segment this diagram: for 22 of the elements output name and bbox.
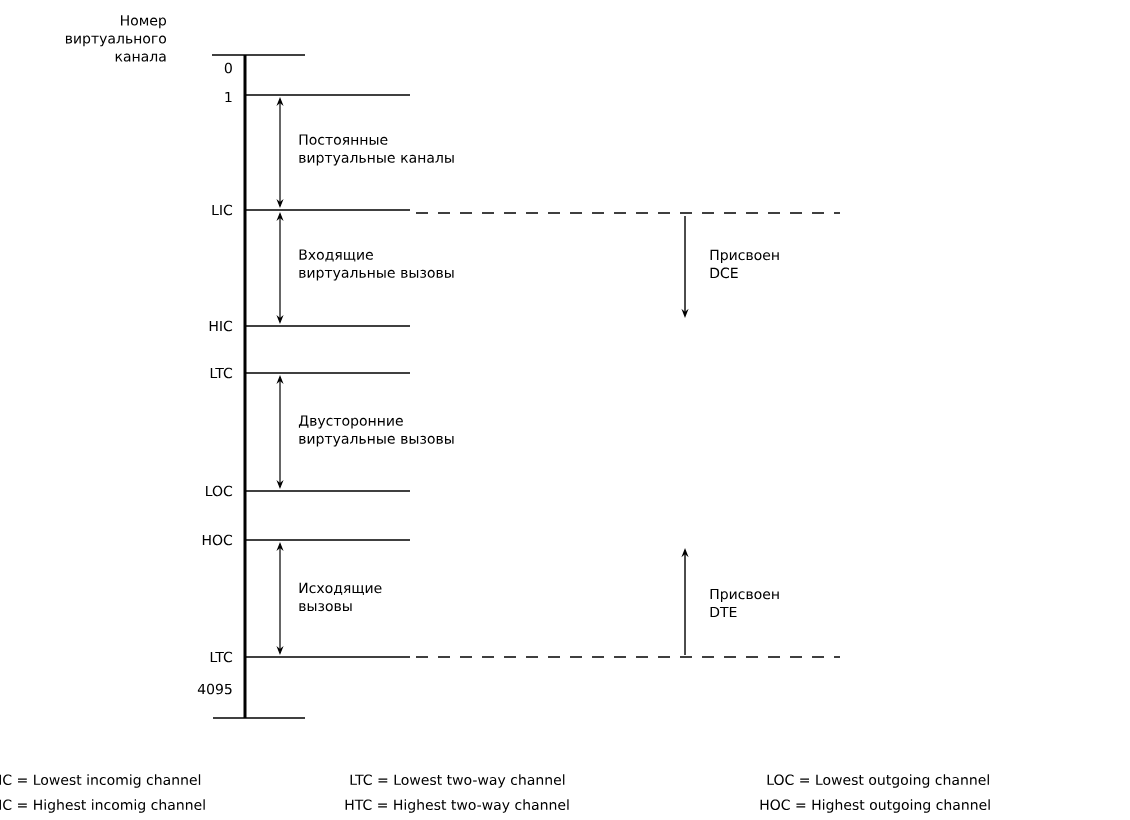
tick-label: LTC (210, 651, 233, 663)
legend-text: IC = Highest incomig channel (0, 799, 205, 813)
range-label: Исходящие вызовы (299, 582, 382, 612)
tick-label: LIC (212, 204, 233, 216)
range-label: Постоянные виртуальные каналы (299, 134, 454, 166)
legend-text: LOC = Lowest outgoing channel (767, 774, 989, 788)
tick-label: 0 (224, 62, 232, 74)
tick-label: HOC (202, 534, 233, 546)
tick-label: LTC (210, 367, 233, 379)
tick-label: 1 (225, 91, 232, 103)
tick-label: HIC (209, 320, 233, 332)
tick-label: LOC (206, 485, 233, 497)
legend-text: LTC = Lowest two-way channel (350, 774, 565, 788)
tick-label: 4095 (197, 683, 232, 695)
axis-title: Номер виртуального канала (66, 15, 167, 62)
range-label: Входящие виртуальные вызовы (299, 249, 454, 281)
assignment-label: Присвоен DTE (710, 588, 779, 618)
range-label: Двусторонние виртуальные вызовы (298, 415, 454, 447)
assignment-label: Присвоен DCE (710, 249, 779, 279)
legend-text: HTC = Highest two-way channel (345, 799, 569, 813)
legend-text: IC = Lowest incomig channel (0, 774, 201, 788)
legend-text: HOC = Highest outgoing channel (760, 799, 990, 813)
